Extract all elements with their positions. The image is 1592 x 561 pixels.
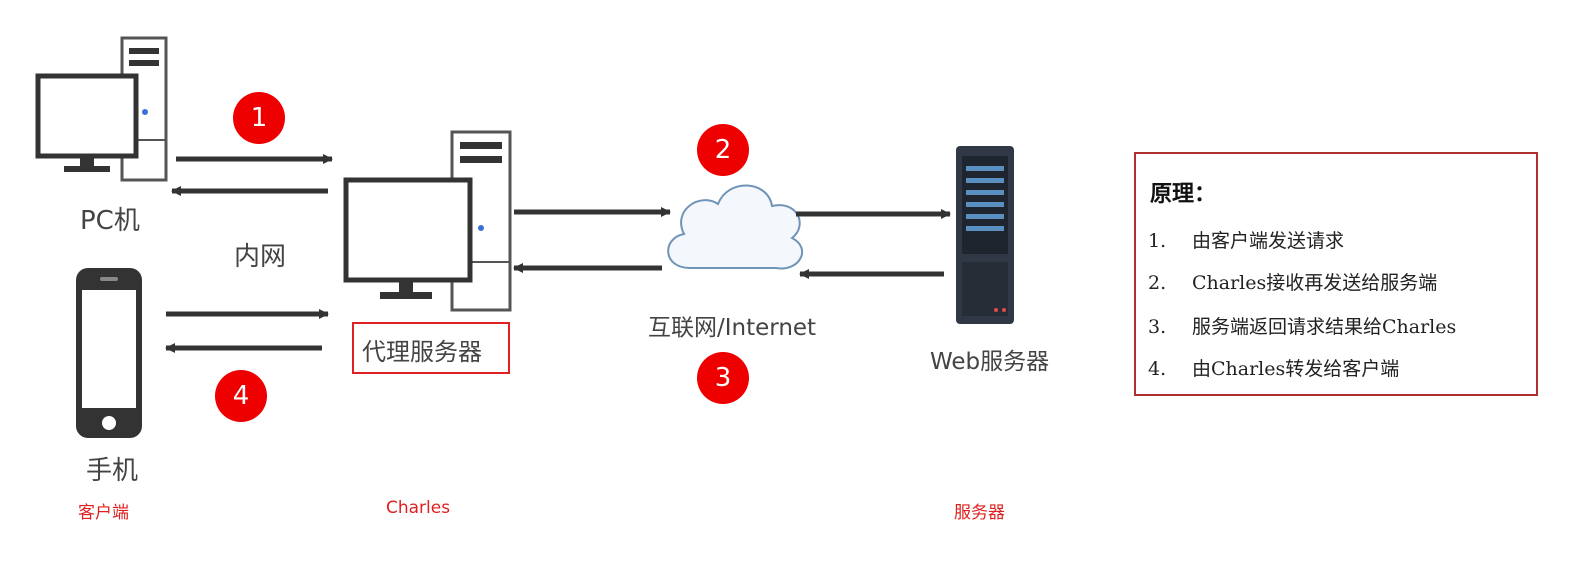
smartphone-icon [76,268,142,438]
principle-title: 原理： [1150,181,1217,207]
internet-label: 互联网/Internet [648,315,817,341]
step-text: Charles接收再发送给服务端 [1192,272,1438,294]
web-server-icon [956,146,1014,324]
pc-label: PC机 [80,206,140,236]
step-number: 2. [1148,272,1167,294]
step-number: 3. [1148,316,1167,338]
proxy-label: 代理服务器 [362,338,482,366]
step-text: 由Charles转发给客户端 [1192,358,1400,380]
principle-step: 1. 由客户端发送请求 [1148,226,1344,253]
step-badge-4: 4 [215,370,267,422]
step-badge-1: 1 [233,92,285,144]
proxy-label-box [352,322,510,374]
group-label-charles: Charles [386,498,451,518]
phone-label: 手机 [86,456,139,486]
step-text: 由客户端发送请求 [1192,230,1345,252]
pc-computer-icon [35,36,168,182]
principle-step: 2. Charles接收再发送给服务端 [1148,268,1437,295]
step-badge-3: 3 [697,352,749,404]
principle-box: 原理： 1. 由客户端发送请求 2. Charles接收再发送给服务端 3. 服务端返… [1134,152,1538,396]
group-label-server: 服务器 [954,503,1005,523]
group-label-client: 客户端 [78,503,129,523]
cloud-icon [667,184,804,270]
step-number: 1. [1148,230,1167,252]
step-number: 4. [1148,358,1167,380]
proxy-computer-icon [343,130,512,312]
step-badge-2: 2 [697,124,749,176]
principle-step: 3. 服务端返回请求结果给Charles [1148,312,1456,339]
principle-step: 4. 由Charles转发给客户端 [1148,354,1399,381]
lan-label: 内网 [234,242,287,272]
step-text: 服务端返回请求结果给Charles [1192,316,1457,338]
web-server-label: Web服务器 [930,349,1050,375]
